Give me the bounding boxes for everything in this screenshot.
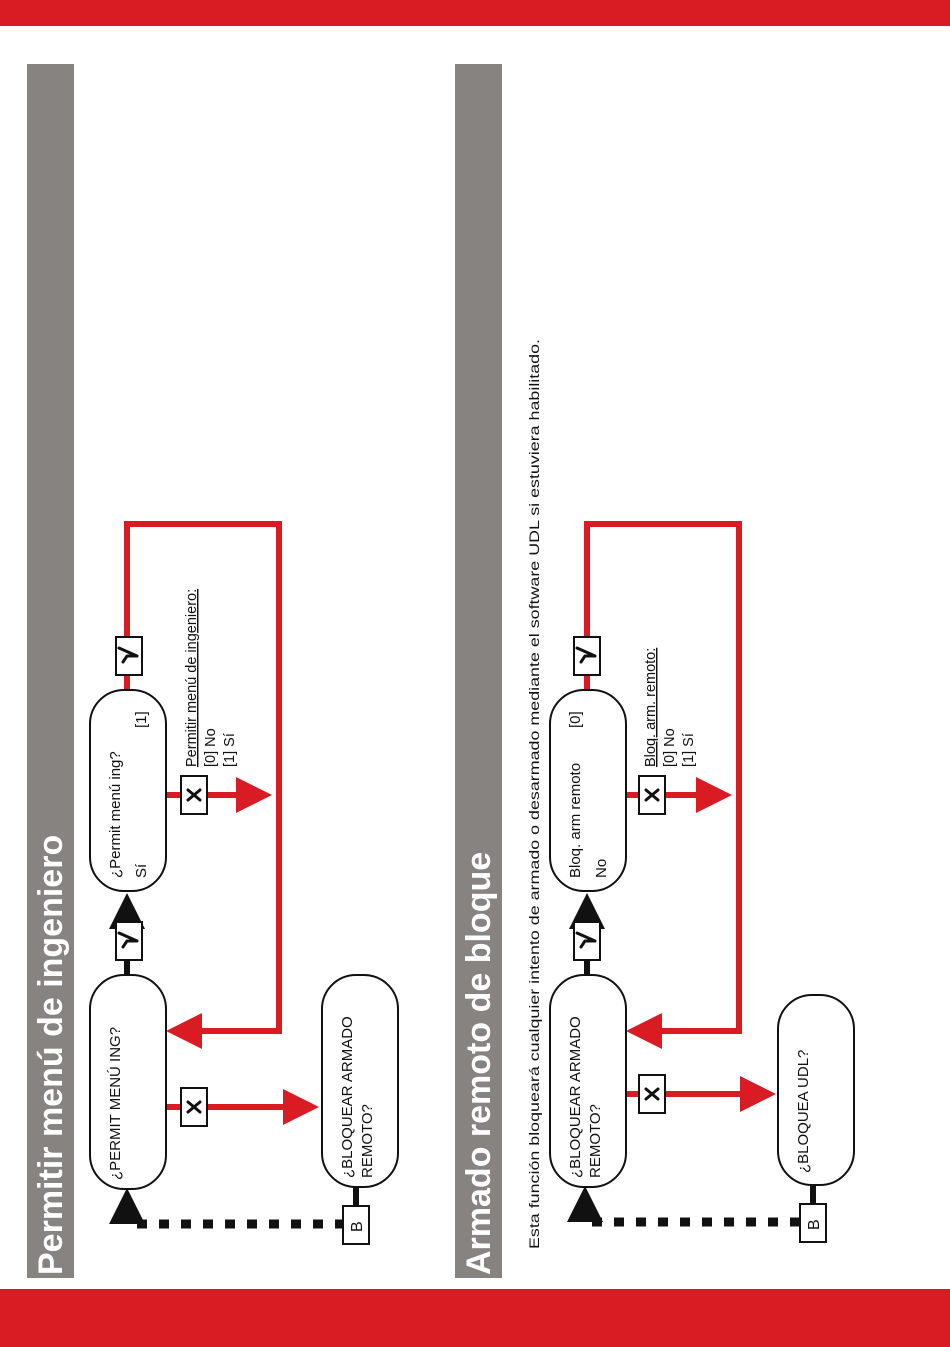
setting-box-value: [1] [133,711,150,728]
check-icon [573,636,601,676]
start-box-line2: REMOTO? [587,1104,604,1178]
option-0: [0] No [203,728,219,767]
section1-header-bar [27,64,74,1278]
b-connector-label: B [349,1221,366,1232]
cross-icon [180,1087,208,1127]
section1-title: Permitir menú de ingeniero [32,835,70,1275]
cross-icon [638,1074,666,1114]
next-box-line1: ¿BLOQUEAR ARMADO [339,1016,356,1178]
check-icon [115,636,143,676]
check-icon [573,921,601,961]
engineer-menu-setting-box [89,689,167,892]
start-box-line1: ¿PERMIT MENÚ ING? [107,1027,124,1180]
option-1: [1] Sí [222,733,238,767]
next-box-line1: ¿BLOQUEA UDL? [795,1050,812,1173]
section-engineer-menu: Permitir menú de ingeniero ¿PERMIT MENÚ … [27,64,399,1278]
options-heading: Bloq. arm. remoto: [643,648,659,767]
section2-header-bar [455,64,502,1278]
section2-title: Armado remoto de bloque [460,852,498,1275]
b-return-dotted-line [122,1205,345,1229]
remote-arm-start-box [549,974,627,1188]
b-connector-box [799,1203,827,1243]
check-icon [115,921,143,961]
option-1: [1] Sí [681,733,697,767]
section2-description: Esta función bloqueará cualquier intento… [527,339,542,1249]
cross-icon [638,775,666,815]
option-0: [0] No [662,728,678,767]
next-menu-box [321,974,399,1188]
setting-box-line2: Sí [133,863,150,878]
remote-arm-setting-box [549,689,627,892]
loop-return-arrow [124,521,282,1049]
loop-return-arrow [584,521,742,1049]
engineer-menu-start-box [89,974,167,1190]
next-box-line2: REMOTO? [359,1104,376,1178]
b-connector-label: B [806,1219,823,1230]
start-box-line1: ¿BLOQUEAR ARMADO [567,1016,584,1178]
section-remote-arm-block: Armado remoto de bloque Esta función blo… [455,64,855,1278]
cross-icon [180,775,208,815]
setting-box-line2: No [593,859,610,878]
setting-box-line1: Bloq. arm remoto [567,763,584,878]
bottom-red-band [0,1289,950,1347]
setting-box-value: [0] [567,711,584,728]
setting-box-line1: ¿Permit menú ing? [107,751,124,878]
next-menu-box [777,994,855,1186]
b-return-dotted-line [580,1203,800,1227]
b-connector-box [342,1205,370,1245]
top-red-band [0,0,950,26]
options-heading: Permitir menú de ingeniero: [184,589,200,767]
